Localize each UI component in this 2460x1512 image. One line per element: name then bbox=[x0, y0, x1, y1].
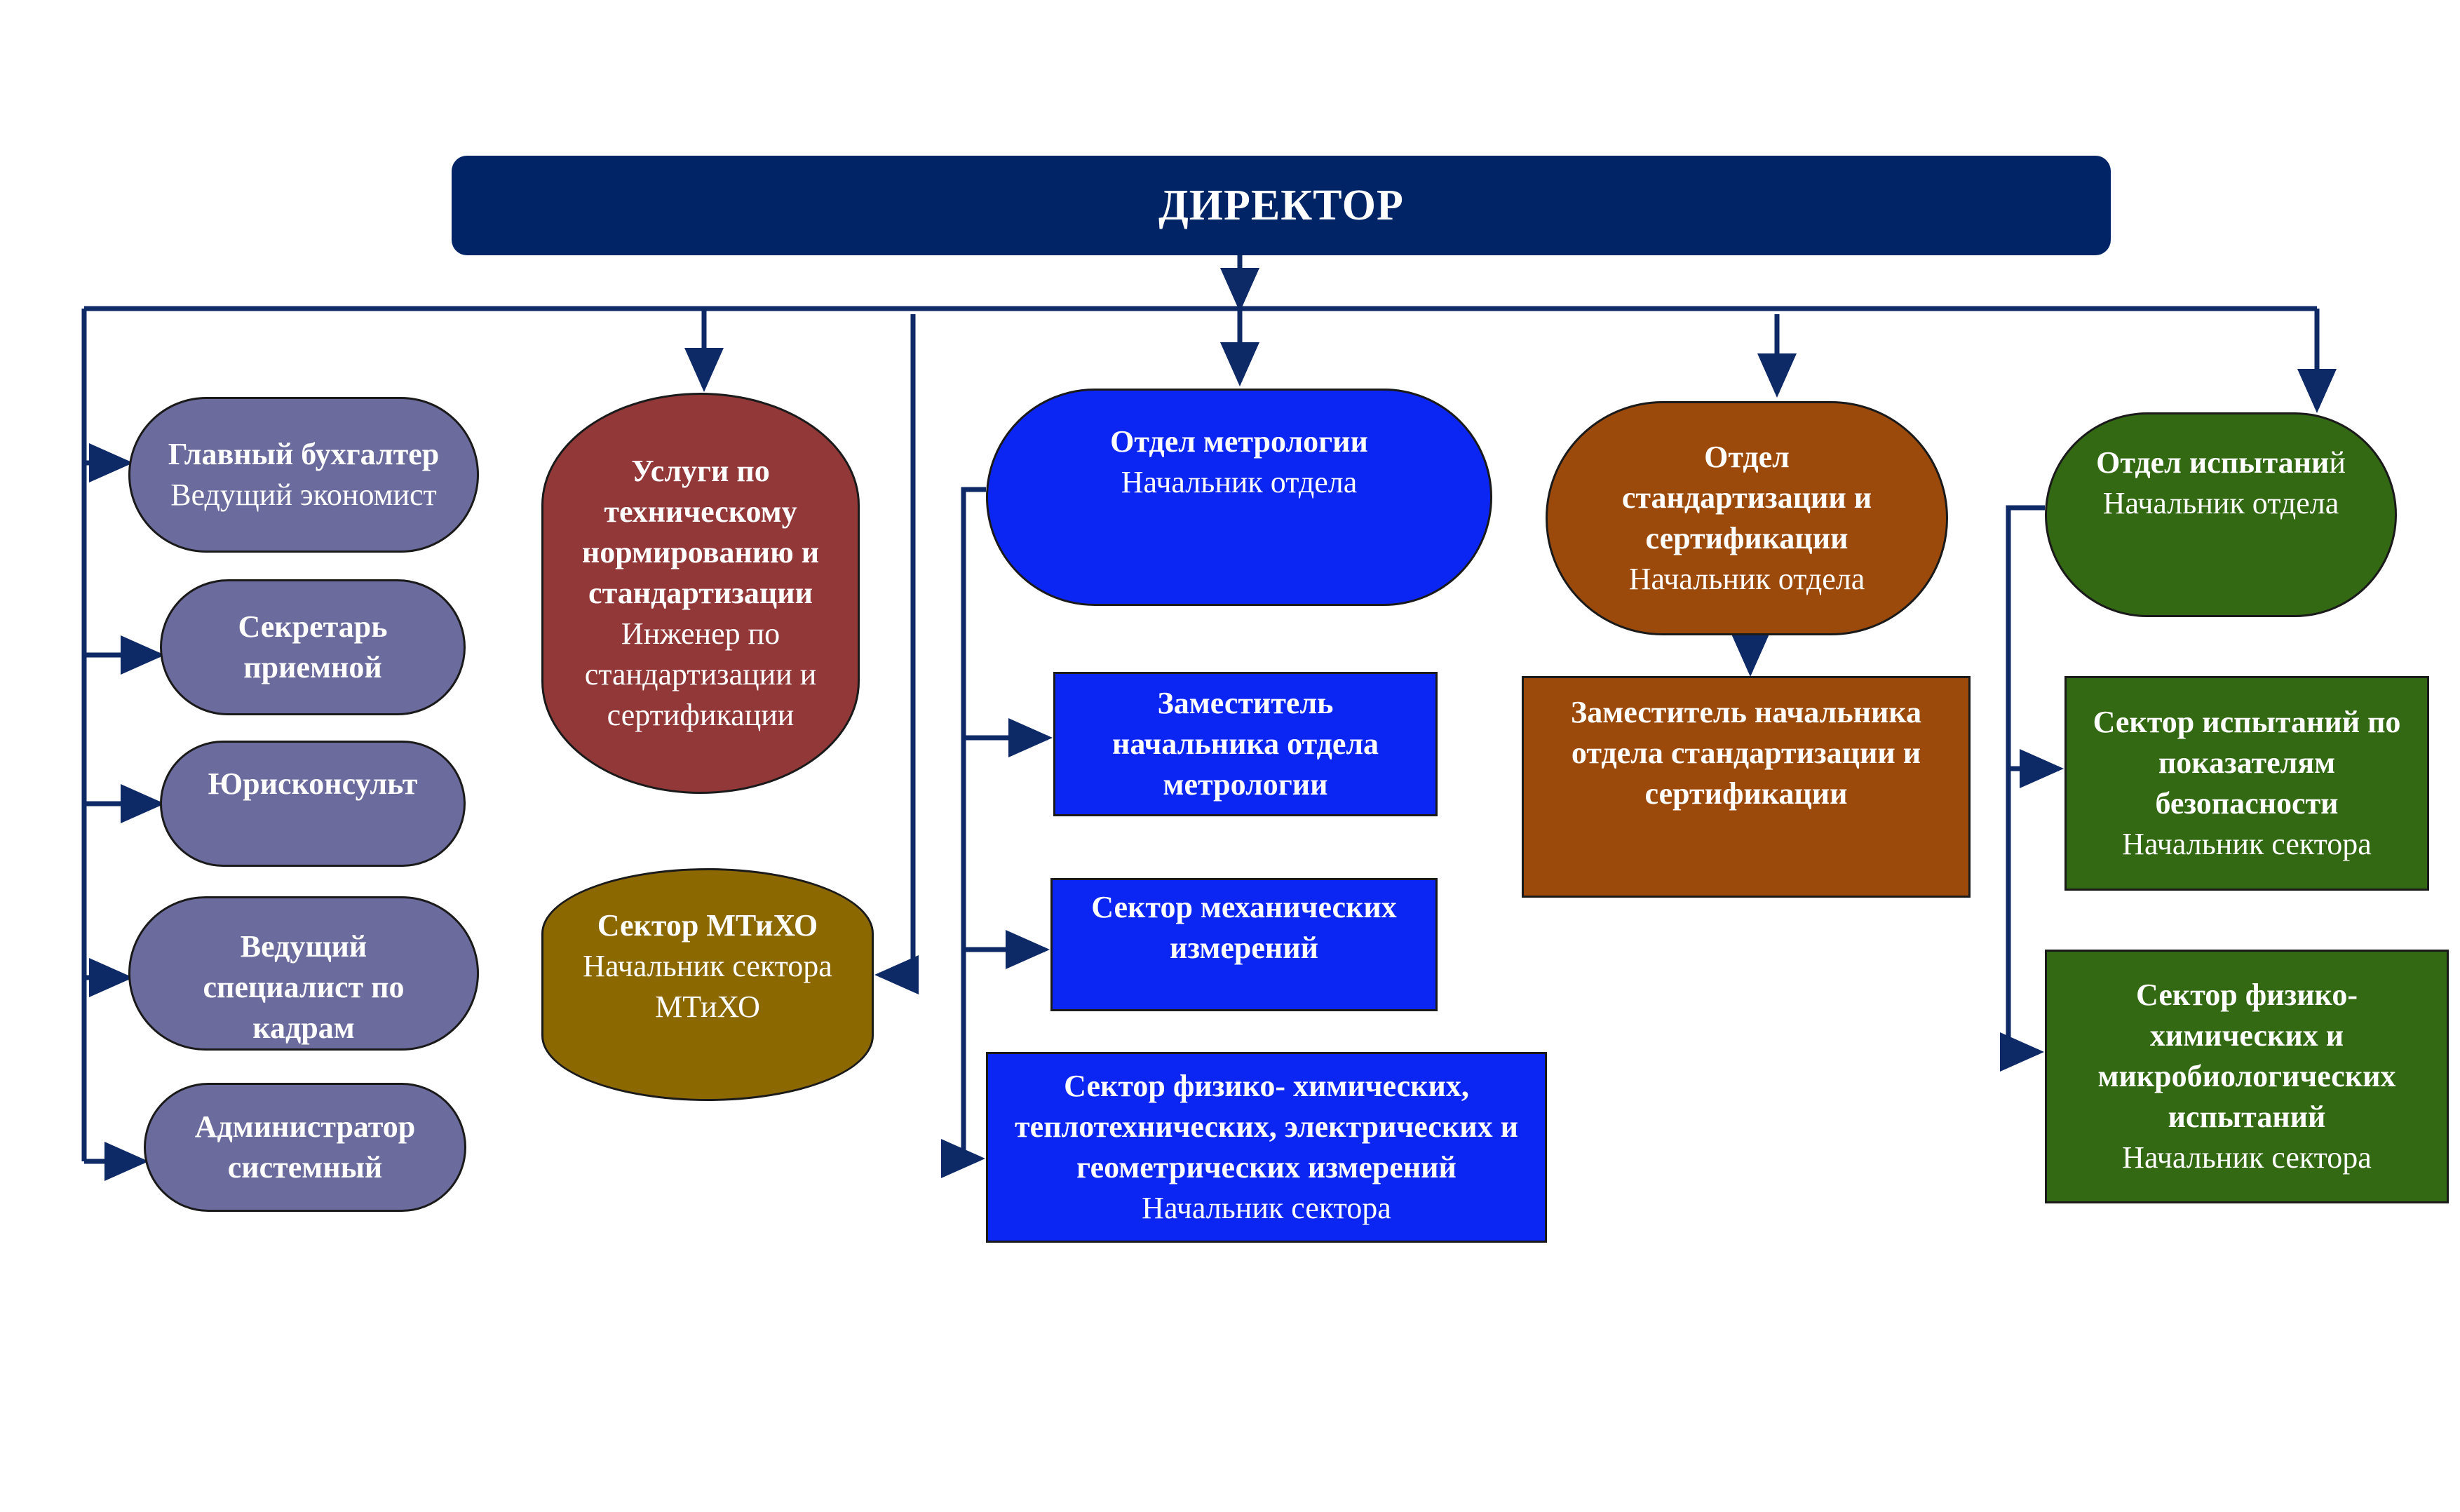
node-system-administrator: Администратор системный bbox=[144, 1083, 466, 1212]
node-hr-specialist: Ведущий специалист по кадрам bbox=[128, 896, 479, 1051]
node-title-main: Отдел испытани bbox=[2096, 445, 2330, 480]
node-subtitle: Начальник сектора bbox=[2122, 1140, 2372, 1175]
director-box: ДИРЕКТОР bbox=[452, 156, 2111, 255]
node-safety-testing-sector: Сектор испытаний по показателям безопасн… bbox=[2064, 676, 2429, 891]
node-title: Отдел стандартизации и сертификации bbox=[1621, 440, 1872, 555]
node-subtitle: Ведущий экономист bbox=[170, 478, 437, 512]
node-subtitle: Начальник сектора bbox=[2122, 827, 2372, 861]
node-subtitle: Начальник отдела bbox=[2102, 486, 2339, 520]
node-subtitle: Начальник отдела bbox=[1628, 562, 1865, 596]
node-title-tail: й bbox=[2329, 445, 2346, 480]
node-title: Юрисконсульт bbox=[208, 767, 418, 801]
node-chief-accountant: Главный бухгалтер Ведущий экономист bbox=[128, 397, 479, 553]
node-title: Сектор испытаний по показателям безопасн… bbox=[2093, 705, 2401, 821]
node-legal-advisor: Юрисконсульт bbox=[160, 741, 466, 867]
node-microbiology-testing-sector: Сектор физико-химических и микробиологич… bbox=[2045, 950, 2449, 1203]
node-title: Сектор МТиХО bbox=[597, 908, 818, 943]
node-title: Сектор физико- химических, теплотехничес… bbox=[1015, 1069, 1518, 1184]
node-metrology-deputy-head: Заместитель начальника отдела метрологии bbox=[1053, 672, 1438, 816]
node-title: Услуги по техническому нормированию и ст… bbox=[581, 454, 820, 610]
node-title: Ведущий специалист по кадрам bbox=[203, 929, 405, 1045]
connector-to-mtiho bbox=[874, 314, 919, 994]
node-subtitle: Начальник сектора bbox=[1142, 1191, 1391, 1225]
node-title: Сектор механических измерений bbox=[1091, 890, 1397, 965]
node-subtitle: Инженер по стандартизации и сертификации bbox=[584, 616, 817, 732]
node-standardization-department: Отдел стандартизации и сертификации Нача… bbox=[1546, 401, 1948, 635]
node-title: Заместитель начальника отдела стандартиз… bbox=[1571, 695, 1921, 811]
node-title: Отдел метрологии bbox=[1110, 424, 1368, 459]
node-title: Главный бухгалтер bbox=[168, 437, 440, 471]
node-title: Отдел испытаний bbox=[2096, 443, 2346, 483]
node-testing-department: Отдел испытаний Начальник отдела bbox=[2045, 412, 2397, 617]
director-title: ДИРЕКТОР bbox=[1158, 182, 1404, 229]
node-mtiho-sector: Сектор МТиХО Начальник сектора МТиХО bbox=[541, 868, 874, 1101]
node-title: Администратор системный bbox=[194, 1109, 416, 1184]
node-standardization-deputy-head: Заместитель начальника отдела стандартиз… bbox=[1522, 676, 1971, 898]
node-physchem-measurements-sector: Сектор физико- химических, теплотехничес… bbox=[986, 1052, 1547, 1243]
connector-testing-trunk bbox=[2006, 505, 2045, 1052]
node-reception-secretary: Секретарь приемной bbox=[160, 579, 466, 715]
node-title: Секретарь приемной bbox=[238, 609, 388, 684]
node-title: Заместитель начальника отдела метрологии bbox=[1111, 686, 1379, 802]
node-technical-standardization-services: Услуги по техническому нормированию и ст… bbox=[541, 393, 860, 794]
node-subtitle: Начальник отдела bbox=[1121, 465, 1358, 499]
node-subtitle: Начальник сектора МТиХО bbox=[583, 949, 832, 1024]
node-metrology-department: Отдел метрологии Начальник отдела bbox=[986, 389, 1492, 606]
node-title: Сектор физико-химических и микробиологич… bbox=[2097, 978, 2396, 1134]
node-mechanical-measurements-sector: Сектор механических измерений bbox=[1050, 878, 1438, 1011]
connector-metrology-trunk bbox=[961, 487, 986, 1159]
